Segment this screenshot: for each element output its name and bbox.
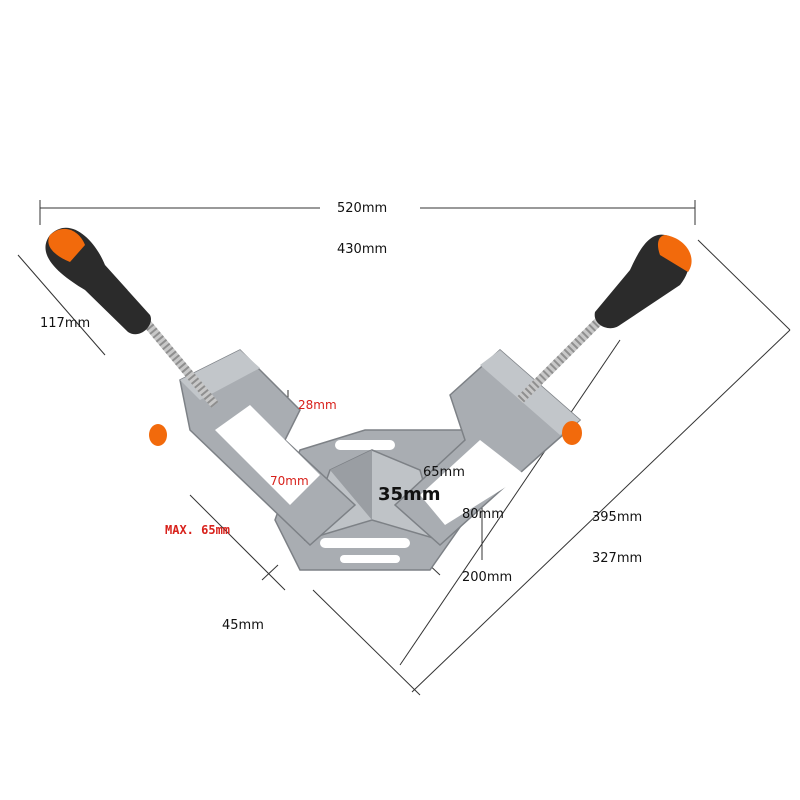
jaw-height-label: 28mm xyxy=(298,398,337,412)
right-handle xyxy=(516,234,692,445)
overall-width-label: 520mm xyxy=(337,201,388,216)
diagonal-inner-label: 327mm xyxy=(592,551,643,566)
base-width-label: 200mm xyxy=(462,570,513,585)
jaw-width-label: 45mm xyxy=(222,618,264,633)
inner-width-label: 430mm xyxy=(337,242,388,257)
left-handle xyxy=(45,227,219,446)
diagonal-outer-label: 395mm xyxy=(592,510,643,525)
center-gap-label: 35mm xyxy=(378,484,441,505)
jaw-depth-label: 70mm xyxy=(270,474,309,488)
handle-length-label: 117mm xyxy=(40,316,91,331)
base-height-label: 80mm xyxy=(462,507,504,522)
left-jaw xyxy=(179,349,357,547)
base-inner-label: 65mm xyxy=(423,465,465,480)
max-opening-label: MAX. 65mm xyxy=(165,523,231,537)
